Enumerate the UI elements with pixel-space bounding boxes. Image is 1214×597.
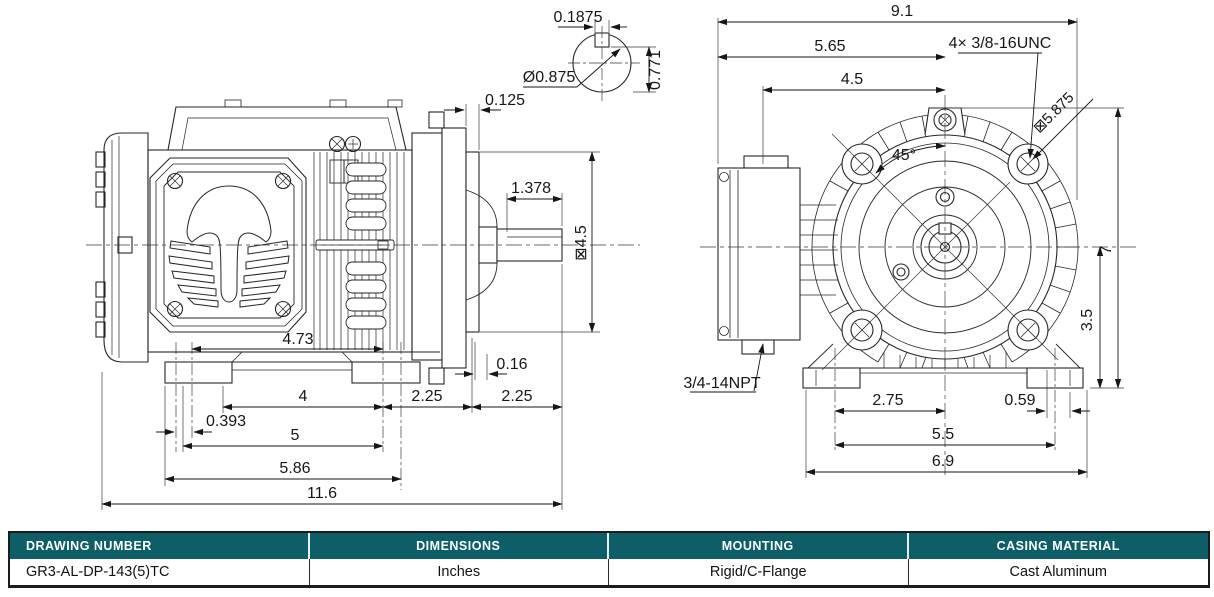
dim-shaft-extension: 2.25 [501,388,532,405]
spec-table-header-drawing-number: DRAWING NUMBER [10,533,310,559]
dim-foot-span: 5 [291,427,300,444]
fan-cover-slots [95,151,106,338]
dim-flange-to-center: 4.5 [841,71,863,88]
spec-table-cell-dimensions: Inches [309,559,609,585]
top-screws [328,135,362,153]
dim-shaft-center-height: 3.5 [1079,309,1096,331]
dim-keyway-length: 1.378 [511,180,551,197]
dim-pilot-depth: 0.125 [485,92,525,109]
dim-keyway-width: 0.1875 [554,9,603,26]
spec-table-cell-mounting: Rigid/C-Flange [609,559,909,585]
dim-foot-spacing: 4 [299,388,308,405]
flange-bolt-top [428,111,445,129]
flange-bolt-bottom [428,367,445,385]
dimension-labels: 0.1875 Ø0.875 0.771 0.125 1.378 ⊠4.5 4.7… [206,3,1115,502]
dim-bolt-angle: 45° [892,147,916,164]
spec-table-header-mounting: MOUNTING [609,533,909,559]
dim-flange-foot-gap: 0.16 [496,356,527,373]
dim-foot-slot-offset: 0.59 [1004,392,1035,409]
dim-shaft-diameter: Ø0.875 [523,69,576,86]
dim-base-width: 6.9 [932,453,954,470]
spec-table: DRAWING NUMBER DIMENSIONS MOUNTING CASIN… [8,531,1210,588]
spec-table-header-dimensions: DIMENSIONS [309,533,609,559]
dim-foot-hole-span-front: 5.5 [932,426,954,443]
dim-foot-hole-span: 4.73 [282,331,313,348]
dimension-lines [101,18,1122,508]
spec-table-cell-drawing-number: GR3-AL-DP-143(5)TC [10,559,310,585]
dim-bolt-circle: ⊠5.875 [1030,89,1077,136]
dim-mounting-bolt-spec: 4× 3/8-16UNC [949,35,1052,52]
cover-screws [166,172,292,318]
dim-pilot-diameter: ⊠4.5 [573,225,590,261]
motor-drawing: 0.1875 Ø0.875 0.771 0.125 1.378 ⊠4.5 4.7… [86,3,1140,510]
dim-base-length: 5.86 [279,460,310,477]
dim-box-to-center: 5.65 [814,38,845,55]
dim-overall-width: 9.1 [891,3,913,20]
dim-overall-length: 11.6 [307,485,337,502]
conduit-box-profile [717,155,838,355]
dim-foot-slot-width: 0.393 [206,413,246,430]
louver-slots [345,162,387,330]
dim-overall-height: 7 [1098,245,1115,254]
spec-table-header-casing-material: CASING MATERIAL [908,533,1208,559]
spec-table-cell-casing-material: Cast Aluminum [908,559,1208,585]
spec-table-value-row: GR3-AL-DP-143(5)TC Inches Rigid/C-Flange… [10,559,1208,585]
dim-conduit-thread: 3/4-14NPT [683,375,761,392]
dim-foot-to-flange: 2.25 [411,388,442,405]
spec-table-header-row: DRAWING NUMBER DIMENSIONS MOUNTING CASIN… [10,533,1208,559]
dim-foot-hole-to-center: 2.75 [872,392,903,409]
dim-keyway-height: 0.771 [647,50,664,90]
npt-boss [741,339,775,355]
